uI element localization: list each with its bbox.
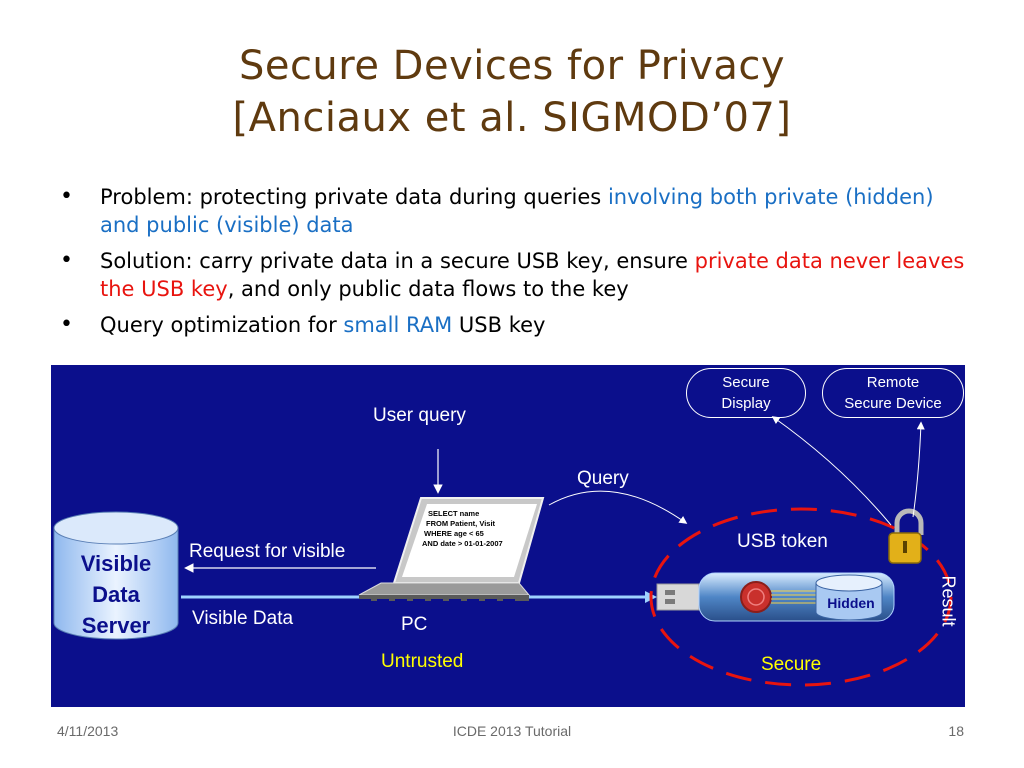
- secure-display-node: Secure Display: [686, 368, 806, 418]
- bullet-highlight-text: involving both private (hidden) and publ…: [100, 185, 934, 237]
- user-query-label: User query: [373, 405, 466, 426]
- bullet-text: Solution: carry private data in a secure…: [100, 249, 695, 273]
- result-arrow-secure-display: [771, 416, 892, 526]
- bullet-text: Query optimization for: [100, 313, 344, 337]
- visible-data-server-label: Visible Data Server: [54, 548, 178, 641]
- bullet-item-query-optimization: Query optimization for small RAM USB key: [58, 311, 978, 339]
- sql-line-1: SELECT name: [428, 509, 479, 518]
- server-label-line-3: Server: [81, 613, 151, 638]
- usb-token-label: USB token: [737, 531, 828, 552]
- architecture-diagram: SELECT name FROM Patient, Visit WHERE ag…: [51, 365, 965, 707]
- bullet-text: , and only public data flows to the key: [227, 277, 629, 301]
- sql-line-4: AND date > 01-01-2007: [422, 539, 503, 548]
- laptop-icon: [341, 497, 545, 601]
- remote-secure-device-node: Remote Secure Device: [822, 368, 964, 418]
- bullet-item-solution: Solution: carry private data in a secure…: [58, 247, 978, 303]
- secure-label: Secure: [761, 654, 822, 675]
- result-arrow-remote-device: [912, 421, 925, 518]
- result-label: Result: [938, 575, 959, 627]
- bullet-highlight-text: private data never leaves the USB key: [100, 249, 965, 301]
- database-server-icon: [53, 511, 179, 640]
- bullet-highlight-text: small RAM: [343, 313, 453, 337]
- padlock-icon: [888, 508, 924, 564]
- remote-device-line-1: Remote: [866, 374, 920, 391]
- sql-line-2: FROM Patient, Visit: [426, 519, 496, 528]
- diagram-graphics: SELECT name FROM Patient, Visit WHERE ag…: [53, 416, 953, 687]
- server-label-line-2: Data: [92, 582, 140, 607]
- server-label-line-1: Visible: [80, 551, 152, 576]
- bullet-list: Problem: protecting private data during …: [58, 183, 978, 347]
- pc-label: PC: [401, 614, 428, 635]
- secure-display-line-2: Display: [721, 395, 771, 412]
- slide-title-line-2: [Anciaux et al. SIGMOD’07]: [232, 95, 792, 141]
- bullet-item-problem: Problem: protecting private data during …: [58, 183, 978, 239]
- request-for-visible-label: Request for visible: [189, 541, 346, 562]
- visible-data-label: Visible Data: [192, 608, 294, 629]
- hidden-label: Hidden: [827, 595, 875, 611]
- slide-title-line-1: Secure Devices for Privacy: [238, 43, 786, 89]
- sql-query-text: SELECT name FROM Patient, Visit WHERE ag…: [422, 509, 503, 548]
- hidden-data-icon: [815, 574, 883, 621]
- secure-zone-boundary: [649, 507, 953, 687]
- untrusted-label: Untrusted: [381, 651, 464, 672]
- footer-title: ICDE 2013 Tutorial: [452, 723, 572, 739]
- bullet-text: USB key: [452, 313, 546, 337]
- footer-page-number: 18: [948, 723, 964, 739]
- bullet-text: Problem: protecting private data during …: [100, 185, 608, 209]
- footer-date: 4/11/2013: [57, 723, 119, 739]
- sql-line-3: WHERE age < 65: [424, 529, 484, 538]
- query-label: Query: [577, 468, 629, 489]
- remote-device-line-2: Secure Device: [844, 395, 942, 412]
- secure-display-line-1: Secure: [722, 374, 770, 391]
- query-arrow: [548, 490, 688, 524]
- slide-title: Secure Devices for Privacy [Anciaux et a…: [0, 40, 1024, 144]
